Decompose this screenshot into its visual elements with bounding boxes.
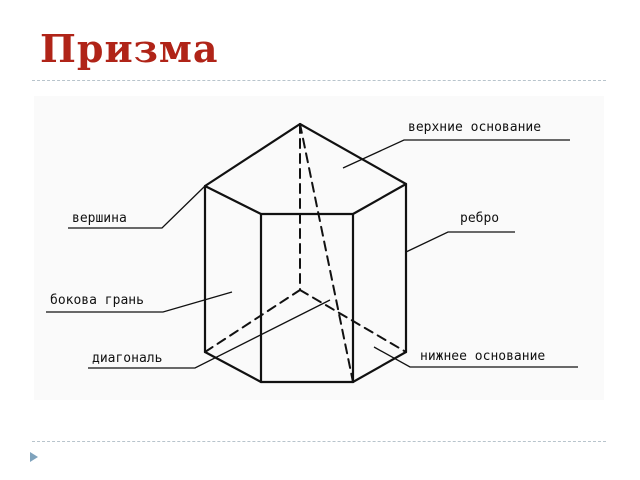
label-upper-base: верхние основание — [408, 120, 541, 135]
label-lower-base: нижнее основание — [420, 349, 545, 364]
diagonal-line — [299, 123, 354, 383]
leader-vertex — [68, 185, 206, 229]
leader-diagonal — [88, 299, 331, 369]
footer-divider — [32, 441, 606, 442]
figure-background — [34, 96, 604, 400]
label-vertex: вершина — [72, 211, 127, 226]
label-edge: ребро — [460, 211, 499, 226]
leader-lower-base — [373, 346, 578, 368]
label-diagonal: диагональ — [92, 351, 162, 366]
hidden-base-left — [204, 289, 301, 353]
slide-title: Призма — [40, 26, 219, 71]
upper-base-pentagon — [203, 122, 408, 216]
hidden-base-right — [299, 289, 407, 353]
leader-edge — [405, 231, 515, 253]
title-divider — [32, 80, 606, 81]
leader-lateral-face — [46, 291, 233, 313]
leader-upper-base — [342, 139, 570, 169]
bullet-arrow-icon — [30, 452, 38, 462]
lower-base-visible — [203, 350, 408, 384]
label-lateral-face: бокова грань — [50, 293, 144, 308]
